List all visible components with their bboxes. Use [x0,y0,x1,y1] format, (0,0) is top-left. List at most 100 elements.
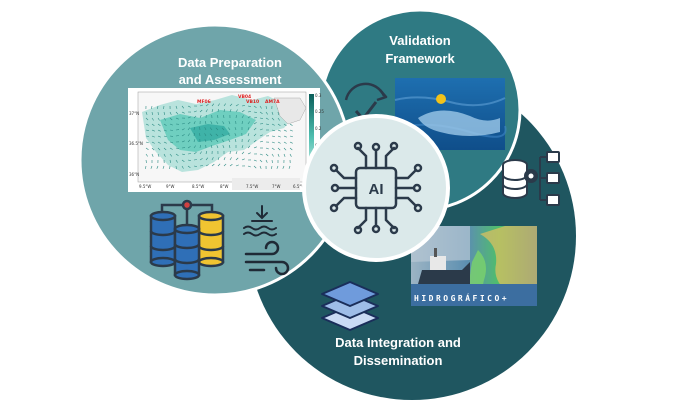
current-vector [193,159,198,161]
current-vector [283,135,287,138]
current-vector [277,111,279,115]
current-vector [204,133,207,137]
current-vector [234,127,237,131]
current-vector [241,151,245,155]
current-vector [199,133,201,137]
current-vector [271,123,275,126]
current-vector [259,105,262,109]
current-vector [151,117,154,121]
current-vector [187,116,191,119]
current-vector [247,111,251,113]
current-vector [175,117,179,120]
current-vector [169,159,171,163]
station-label-vb10: VB10 [246,99,259,105]
current-vector [288,165,291,169]
current-vector [205,164,209,167]
current-vector [276,165,279,169]
current-vector [241,145,244,149]
map-lon-label: 9°W [166,184,175,189]
current-vector [193,139,196,143]
current-vector [163,117,167,121]
current-vector [271,117,275,121]
current-vector [175,153,179,156]
current-vector [157,141,161,144]
current-vector [216,121,219,125]
current-vector [234,133,237,137]
map-lon-label: 8.5°W [192,184,204,189]
current-vector [253,117,257,119]
current-vector [157,117,160,121]
current-vector [193,165,197,167]
current-vector [193,115,197,119]
current-vector [217,157,220,161]
hydrographic-photo: HIDROGRÁFICO+ [411,226,537,306]
current-vector [228,121,231,125]
current-vector [145,153,148,157]
current-vector [241,110,245,113]
current-vector [216,145,219,149]
current-vector [253,139,257,143]
current-vector [265,153,269,157]
current-vector [175,147,179,149]
current-vector [265,111,268,115]
current-vector [241,105,245,107]
current-vector [163,135,167,138]
current-vector [241,121,243,125]
current-vector [210,121,213,125]
current-vector [271,147,275,150]
map-lon-label: 7°W [272,184,281,189]
current-vector [181,165,184,169]
current-vector [205,109,208,113]
current-vector [265,147,269,150]
current-vector [253,111,257,113]
current-vector [277,135,281,138]
current-vector [151,147,155,151]
current-vector [156,165,159,169]
current-vector [150,165,153,169]
current-vector [259,117,263,119]
current-vector [187,165,191,168]
current-vector [199,115,202,119]
current-vector [157,105,159,109]
current-vector [187,121,191,125]
current-vector [209,127,213,131]
current-vector [222,145,225,149]
current-vector [157,153,160,157]
current-vector [234,139,237,143]
current-vector [235,115,237,119]
current-vector [151,141,155,144]
current-vector [157,111,159,116]
current-vector [187,146,191,149]
current-vector [169,123,173,126]
current-vector [199,145,201,149]
current-vector [283,129,287,132]
current-vector [247,152,251,155]
current-vector [247,133,250,137]
colorbar-tick: 0.2 [315,126,322,131]
current-vector [211,157,214,161]
current-vector [289,135,293,138]
current-vector [145,159,147,164]
current-vector [271,129,275,132]
current-vector [162,165,165,169]
station-label-mf06: MF06 [197,99,211,105]
current-vector [145,141,149,144]
hydrographic-watermark: HIDROGRÁFICO+ [414,292,509,303]
station-label-vb04: VB04 [238,94,251,100]
current-vector [271,111,274,115]
current-vector [235,157,239,161]
current-vector [235,164,239,167]
current-vector [277,141,281,144]
map-lon-label: 6.5°W [293,184,305,189]
current-vector [229,157,232,161]
current-vector [289,141,293,144]
current-vector [145,111,148,115]
preparation-title-line2: and Assessment [179,72,283,87]
current-vector [175,111,179,115]
current-vector [205,151,208,155]
current-vector [271,153,274,157]
current-vector [151,123,155,126]
current-vector [157,129,161,132]
current-vector [235,109,238,113]
current-vectors [145,103,293,170]
